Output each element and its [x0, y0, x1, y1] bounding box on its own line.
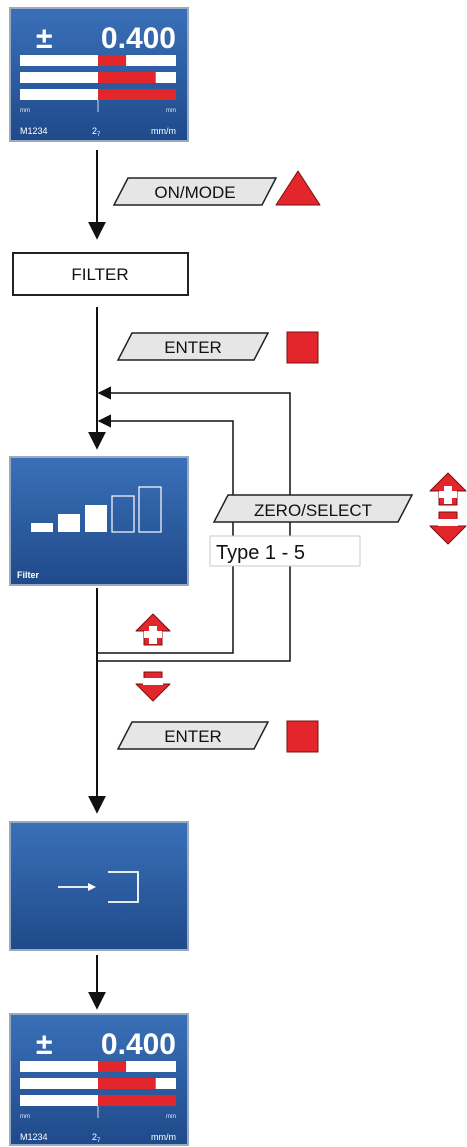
filter-box-label: FILTER — [71, 265, 128, 284]
on-mode-button[interactable] — [112, 177, 278, 206]
on-mode-label: ON/MODE — [154, 183, 235, 202]
deviation-bar-1 — [98, 55, 127, 66]
sign-symbol: ± — [36, 22, 52, 55]
minus-key-icon[interactable] — [429, 511, 467, 545]
filter-level-bar-2 — [58, 514, 80, 532]
filter-screen: Filter — [9, 456, 189, 586]
unit-id: M1234 — [20, 1132, 48, 1142]
reading-value: 0.400 — [101, 1028, 176, 1061]
scale-right-label: mm — [166, 1114, 176, 1120]
filter-screen-label: Filter — [17, 570, 40, 580]
resolution-sub: 7 — [97, 1138, 101, 1144]
deviation-bar-2 — [98, 72, 156, 83]
minus-key-small-icon[interactable] — [135, 671, 171, 702]
sign-symbol: ± — [36, 1028, 52, 1061]
square-key-icon-1[interactable] — [286, 331, 319, 364]
enter-button-1[interactable] — [116, 332, 270, 361]
enter-step-2: ENTER — [116, 720, 319, 753]
zero-select-label: ZERO/SELECT — [254, 501, 372, 520]
scale-left-label: mm — [20, 1114, 30, 1120]
reading-value: 0.400 — [101, 22, 176, 55]
enter-label-1: ENTER — [164, 338, 222, 357]
filter-level-bar-1 — [31, 523, 53, 532]
loop-line-outer — [97, 386, 291, 662]
unit-label: mm/m — [151, 126, 176, 136]
svg-text:27: 27 — [92, 1132, 101, 1144]
filter-level-bar-4 — [111, 495, 135, 533]
square-key-icon-2[interactable] — [286, 720, 319, 753]
unit-label: mm/m — [151, 1132, 176, 1142]
type-label: Type 1 - 5 — [216, 542, 305, 564]
deviation-bar-2 — [98, 1078, 156, 1089]
resolution-sub: 7 — [97, 132, 101, 138]
up-triangle-key-icon[interactable] — [275, 170, 321, 206]
resolution-base: 2 — [92, 1132, 97, 1142]
zero-select-button[interactable] — [212, 494, 414, 523]
display-screen-bottom: ± 0.400 mm mm M1234 27 mm/m — [9, 1013, 189, 1146]
filter-level-bar-3 — [85, 505, 107, 532]
filter-box: FILTER — [12, 252, 189, 296]
filter-level-bar-5 — [138, 486, 162, 533]
on-mode-step: ON/MODE — [112, 170, 321, 206]
plus-key-small-icon[interactable] — [135, 613, 171, 646]
resolution-base: 2 — [92, 126, 97, 136]
enter-button-2[interactable] — [116, 721, 270, 750]
unit-id: M1234 — [20, 126, 48, 136]
enter-step-1: ENTER — [116, 331, 319, 364]
scale-right-label: mm — [166, 108, 176, 114]
deviation-bar-3 — [98, 89, 176, 100]
enter-arrow-icon — [58, 871, 139, 903]
deviation-bar-3 — [98, 1095, 176, 1106]
deviation-bar-1 — [98, 1061, 127, 1072]
enter-screen — [9, 821, 189, 951]
display-screen-top: ± 0.400 mm mm M1234 27 mm/m — [9, 7, 189, 142]
plus-key-icon[interactable] — [429, 472, 467, 506]
type-box — [209, 535, 361, 567]
svg-text:27: 27 — [92, 126, 101, 138]
enter-label-2: ENTER — [164, 727, 222, 746]
zero-select-step: ZERO/SELECT Type 1 - 5 — [209, 472, 467, 567]
scale-left-label: mm — [20, 108, 30, 114]
